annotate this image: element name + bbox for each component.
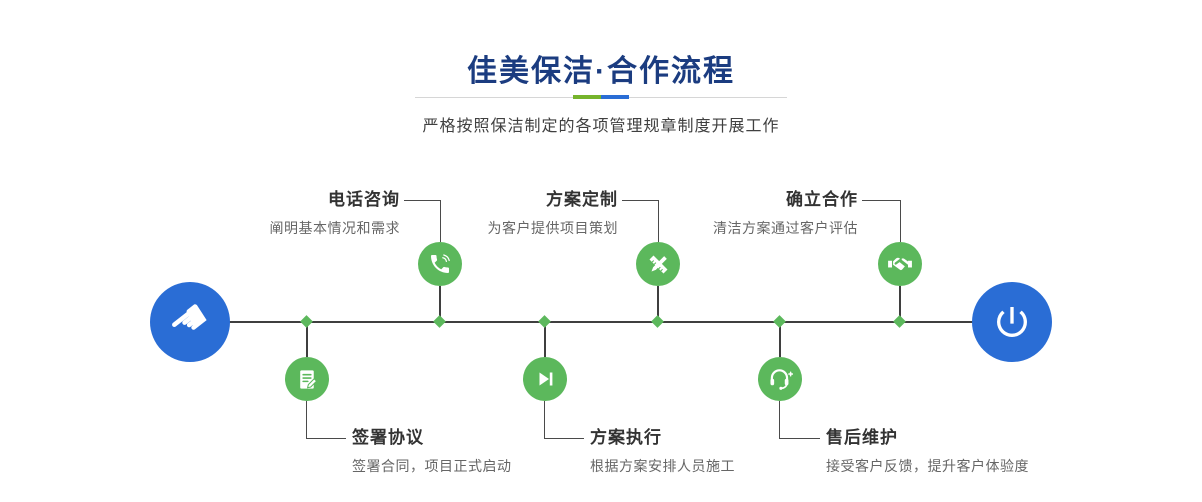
connector-line (306, 401, 307, 439)
step-label: 方案定制 为客户提供项目策划 (368, 189, 618, 237)
step-title: 售后维护 (826, 428, 898, 447)
step-icon-circle (758, 357, 802, 401)
connector-line (862, 200, 900, 201)
page-subtitle: 严格按照保洁制定的各项管理规章制度开展工作 (422, 118, 780, 135)
power-icon (997, 307, 1027, 337)
connector-line (306, 323, 308, 357)
timeline-node-diamond (433, 315, 446, 328)
step-desc: 根据方案安排人员施工 (590, 458, 735, 474)
connector-line (779, 438, 820, 439)
start-node: ☚ (150, 282, 230, 362)
connector-line (544, 401, 545, 439)
underline-green-segment (573, 95, 601, 99)
connector-line (658, 200, 659, 242)
connector-line (544, 438, 584, 439)
pointing-hand-icon: ☚ (159, 290, 221, 354)
step-icon-circle (285, 357, 329, 401)
step-desc: 签署合同，项目正式启动 (352, 458, 512, 474)
connector-line (544, 323, 546, 357)
connector-line (439, 286, 441, 322)
step-label: 签署协议 签署合同，项目正式启动 (352, 427, 512, 475)
step-icon-circle (878, 242, 922, 286)
step-label: 电话咨询 阐明基本情况和需求 (150, 189, 400, 237)
step-icon-circle (523, 357, 567, 401)
connector-line (779, 401, 780, 439)
step-desc: 接受客户反馈，提升客户体验度 (826, 458, 1029, 474)
step-title: 方案执行 (590, 428, 662, 447)
step-icon-circle (418, 242, 462, 286)
play-execute-icon (539, 372, 553, 386)
step-title: 确立合作 (786, 190, 858, 209)
step-icon-circle (636, 242, 680, 286)
step-desc: 阐明基本情况和需求 (269, 220, 400, 236)
connector-line (779, 323, 781, 357)
timeline-line (190, 321, 1012, 323)
step-label: 方案执行 根据方案安排人员施工 (590, 427, 735, 475)
step-title: 电话咨询 (328, 190, 400, 209)
timeline-node-diamond (651, 315, 664, 328)
timeline-node-diamond (538, 315, 551, 328)
timeline-node-diamond (893, 315, 906, 328)
contract-sign-icon (299, 369, 317, 389)
connector-line (900, 200, 901, 242)
design-tools-icon (649, 255, 667, 273)
timeline-node-diamond (300, 315, 313, 328)
connector-line (440, 200, 441, 242)
connector-line (622, 200, 658, 201)
step-label: 确立合作 清洁方案通过客户评估 (608, 189, 858, 237)
phone-icon (431, 254, 450, 273)
underline-blue-segment (601, 95, 629, 99)
step-label: 售后维护 接受客户反馈，提升客户体验度 (826, 427, 1029, 475)
handshake-icon (888, 257, 912, 271)
connector-line (404, 200, 441, 201)
step-desc: 为客户提供项目策划 (487, 220, 618, 236)
connector-line (899, 286, 901, 322)
headset-service-icon (770, 369, 793, 390)
title-underline (415, 95, 787, 99)
connector-line (657, 286, 659, 322)
step-desc: 清洁方案通过客户评估 (713, 220, 858, 236)
step-title: 方案定制 (546, 190, 618, 209)
page-title: 佳美保洁·合作流程 (467, 55, 735, 88)
connector-line (306, 438, 346, 439)
timeline-node-diamond (773, 315, 786, 328)
step-title: 签署协议 (352, 428, 424, 447)
end-node (972, 282, 1052, 362)
